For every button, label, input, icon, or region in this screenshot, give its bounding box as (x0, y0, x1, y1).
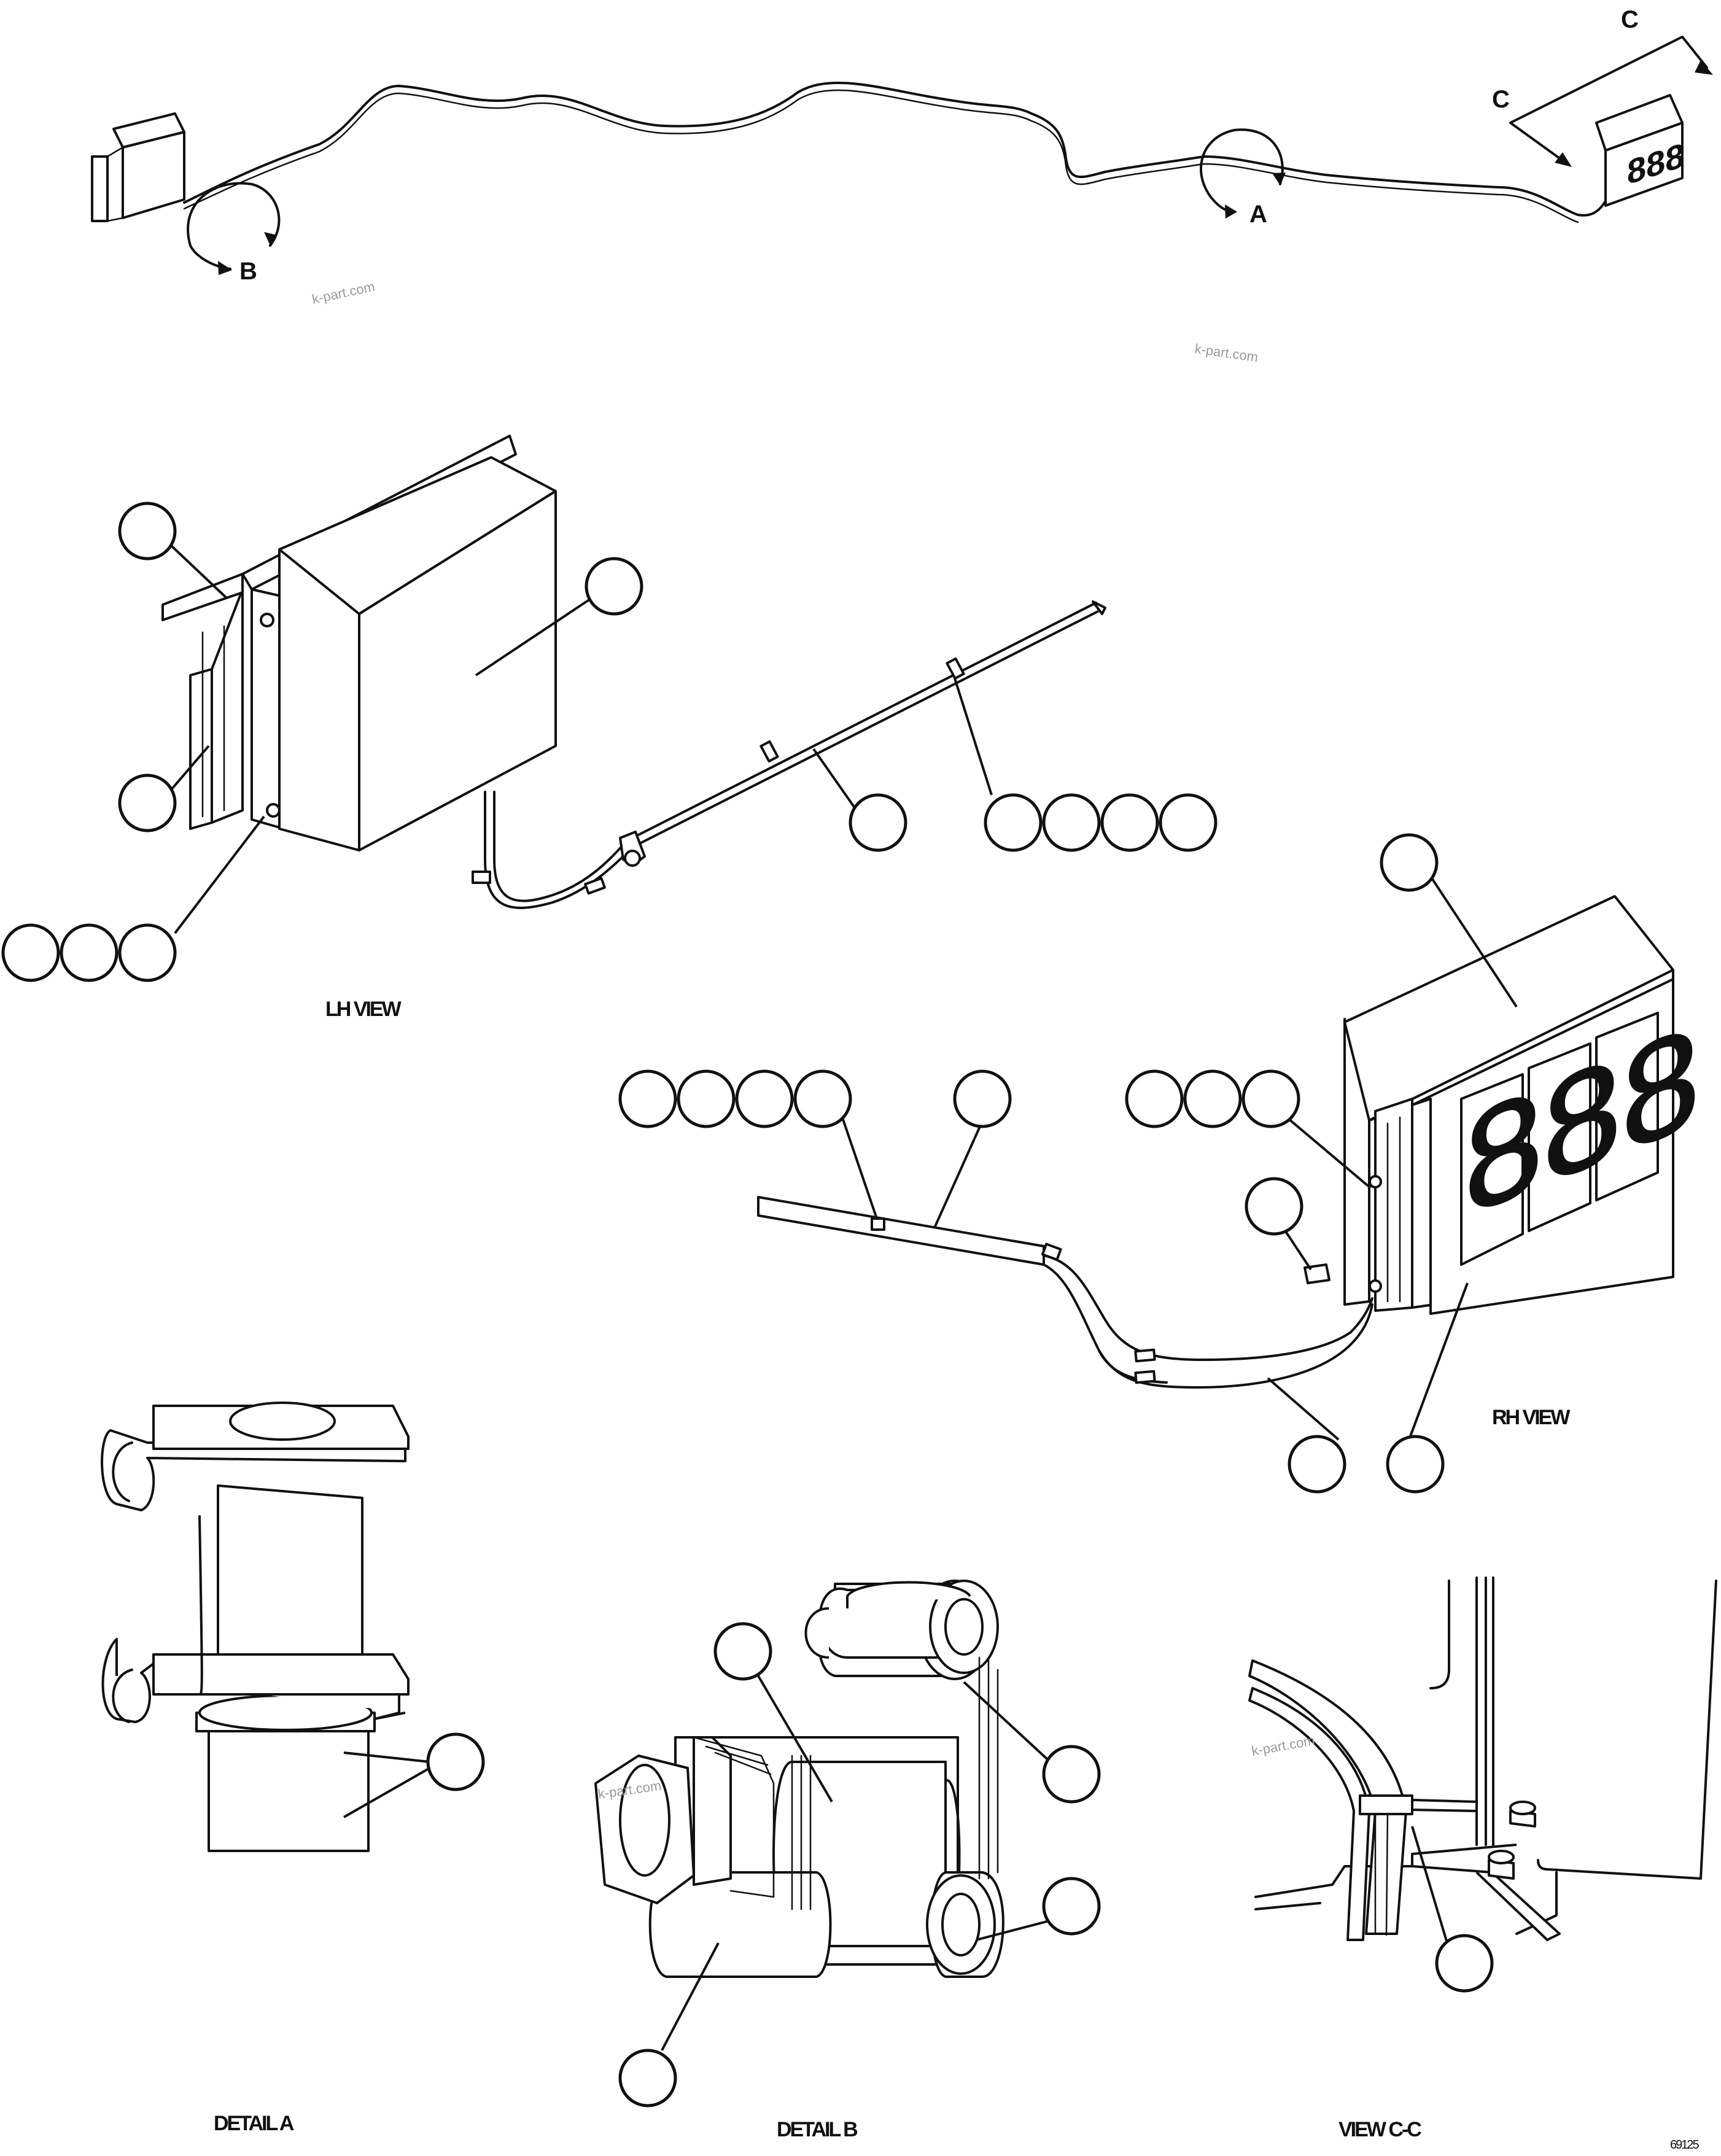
rh-conduit-harness (757, 1196, 1373, 1389)
callout-balloon (793, 1069, 852, 1128)
detail-b-label: B (239, 258, 257, 285)
callout-balloon (1288, 1435, 1346, 1494)
lh-enclosure-box (241, 435, 557, 851)
watermark: k-part.com (1194, 341, 1259, 365)
callout-balloon (735, 1069, 794, 1128)
watermark: k-part.com (1251, 1732, 1316, 1759)
callout-balloon (618, 1069, 677, 1128)
detail-a: DETAIL A (101, 1402, 485, 2135)
callout-balloon (1380, 833, 1439, 892)
overview-cable-route (183, 81, 1610, 217)
callout-balloon (1100, 793, 1159, 852)
callout-balloon (1042, 1745, 1101, 1804)
section-c-label-2: C (1492, 86, 1510, 113)
detail-a-caption: DETAIL A (214, 2112, 294, 2135)
callout-balloon (849, 793, 907, 852)
callout-balloon (1042, 793, 1101, 852)
callout-balloon (953, 1069, 1012, 1128)
callout-balloon (60, 923, 118, 982)
callout-balloon (1, 923, 60, 982)
detail-b-caption: DETAIL B (777, 2118, 858, 2141)
callout-balloon (1245, 1177, 1303, 1236)
rh-view-caption: RH VIEW (1492, 1406, 1571, 1429)
rh-view: 888 (618, 833, 1701, 1494)
overview-right-display: 888 (1595, 94, 1684, 207)
callout-balloon (118, 502, 177, 560)
lh-view-caption: LH VIEW (325, 998, 402, 1021)
detail-a-marker: A (1200, 128, 1286, 228)
view-cc: VIEW C-C k-part.com (1248, 1576, 1717, 2141)
callout-balloon (1042, 1877, 1101, 1936)
callout-balloon (585, 557, 643, 616)
callout-balloon (118, 774, 177, 832)
lh-view: LH VIEW (1, 435, 1218, 1021)
rh-display-unit: 888 (1343, 895, 1701, 1315)
detail-b: DETAIL B k-part.com (594, 1580, 1101, 2141)
overview-left-enclosure (91, 112, 185, 222)
lh-mounting-bracket (161, 573, 244, 830)
section-cc-marker: C C (1492, 6, 1713, 167)
callout-balloon (1435, 1934, 1494, 1993)
section-c-label-1: C (1621, 6, 1639, 33)
lh-cable-harness (472, 600, 1106, 909)
callout-balloon (1241, 1069, 1300, 1128)
callout-balloon (1159, 793, 1218, 852)
sheet-id: 69125 (1670, 2138, 1699, 2152)
callout-balloon (1386, 1435, 1445, 1494)
watermark: k-part.com (311, 279, 376, 307)
overview-assembly: 888 B A C C k-part.com k-part.com (91, 6, 1713, 365)
callout-balloon (1125, 1069, 1184, 1128)
detail-a-label: A (1249, 201, 1267, 228)
callout-balloon (618, 2049, 677, 2108)
callout-balloon (1183, 1069, 1242, 1128)
view-cc-caption: VIEW C-C (1338, 2118, 1421, 2141)
callout-balloon (713, 1622, 772, 1681)
detail-b-marker: B (187, 182, 281, 285)
callout-balloon (118, 923, 177, 982)
callout-balloon (426, 1732, 485, 1791)
callout-balloon (984, 793, 1043, 852)
callout-balloon (677, 1069, 736, 1128)
